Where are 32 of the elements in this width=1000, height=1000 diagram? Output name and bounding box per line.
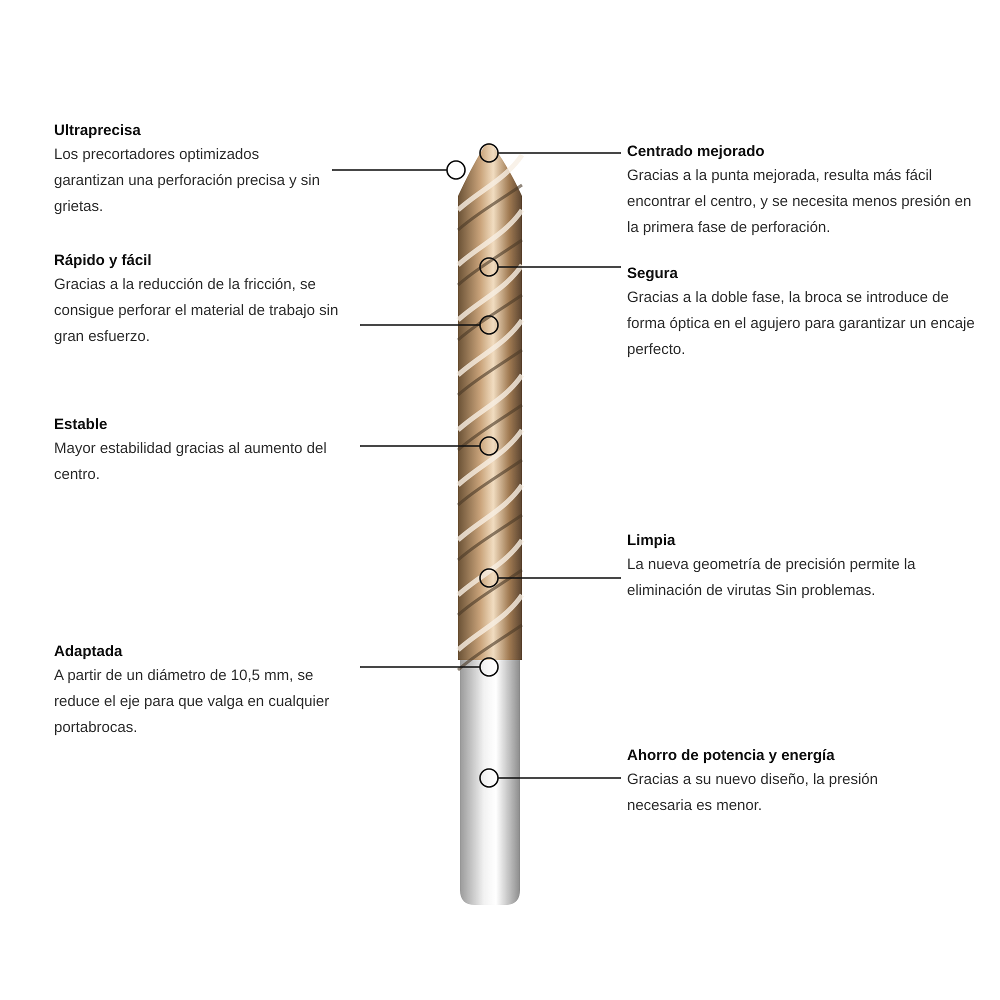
- callout-heading: Centrado mejorado: [627, 142, 765, 162]
- callout-heading: Ultraprecisa: [54, 121, 141, 141]
- callout-circle: [479, 257, 499, 277]
- callout-text: Gracias a la punta mejorada, resulta más fácil encontrar el centro, y se necesita menos presión en la primera fase de perforación.: [627, 166, 972, 238]
- leader-line: [498, 266, 621, 268]
- callout-circle: [479, 768, 499, 788]
- callout-circle: [479, 568, 499, 588]
- callout-circle: [479, 143, 499, 163]
- leader-line: [360, 324, 480, 326]
- leader-line: [498, 577, 621, 579]
- callout-heading: Segura: [627, 264, 678, 284]
- callout-text: Gracias a la doble fase, la broca se introduce de forma óptica en el agujero para garantizar un encaje perfecto.: [627, 288, 976, 360]
- callout-heading: Rápido y fácil: [54, 251, 152, 271]
- callout-circle: [479, 657, 499, 677]
- leader-line: [332, 169, 447, 171]
- callout-heading: Estable: [54, 415, 108, 435]
- callout-circle: [479, 436, 499, 456]
- callout-text: Gracias a su nuevo diseño, la presión necesaria es menor.: [627, 770, 879, 816]
- callout-text: Gracias a la reducción de la fricción, se consigue perforar el material de trabajo sin gran esfuerzo.: [54, 275, 340, 347]
- leader-line: [498, 777, 621, 779]
- callout-circle: [446, 160, 466, 180]
- callout-text: A partir de un diámetro de 10,5 mm, se reduce el eje para que valga en cualquier portabrocas.: [54, 666, 330, 738]
- leader-line: [498, 152, 621, 154]
- callout-heading: Adaptada: [54, 642, 122, 662]
- callout-heading: Limpia: [627, 531, 676, 551]
- leader-line: [360, 666, 480, 668]
- callout-text: La nueva geometría de precisión permite la eliminación de virutas Sin problemas.: [627, 555, 917, 601]
- callout-heading: Ahorro de potencia y energía: [627, 746, 835, 766]
- callout-circle: [479, 315, 499, 335]
- callout-text: Mayor estabilidad gracias al aumento del centro.: [54, 439, 328, 485]
- leader-line: [360, 445, 480, 447]
- callout-text: Los precortadores optimizados garantizan una perforación precisa y sin grietas.: [54, 145, 321, 217]
